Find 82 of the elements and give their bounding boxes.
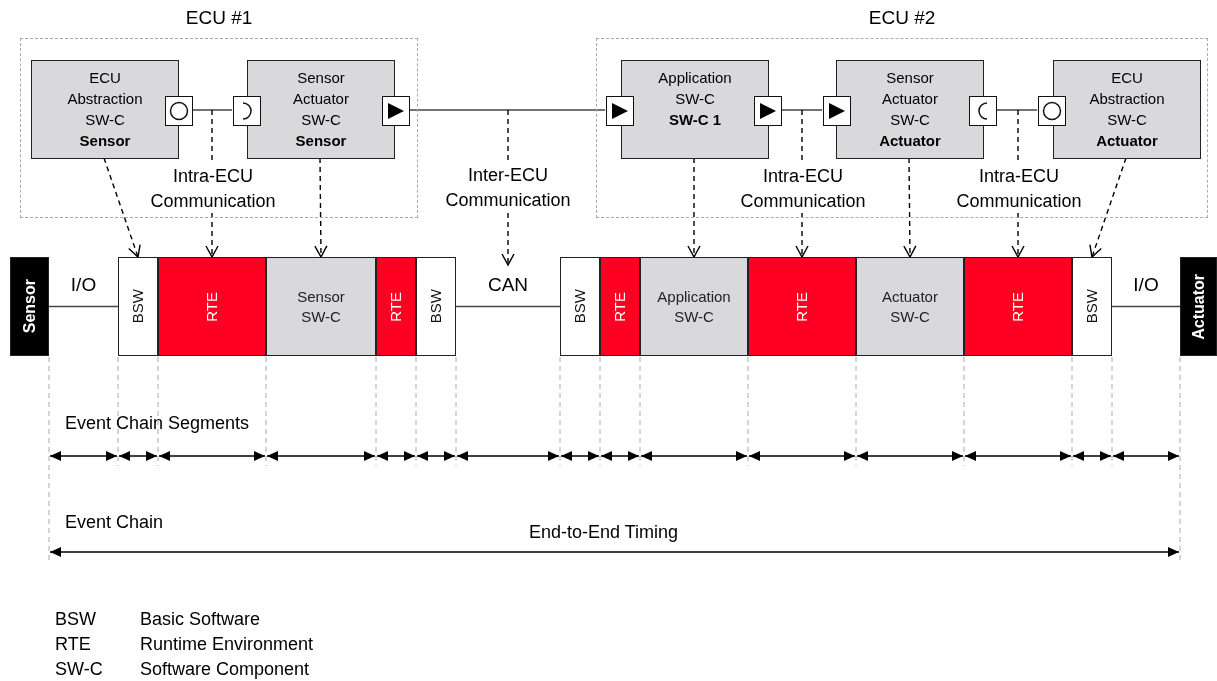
block-label: Sensor SW-C bbox=[296, 286, 346, 327]
software-layer-block bbox=[416, 257, 456, 356]
arrow bbox=[687, 157, 701, 258]
component-name: ECU Abstraction SW-C bbox=[1088, 68, 1166, 130]
arrow bbox=[1089, 157, 1127, 258]
block-label: RTE bbox=[610, 291, 629, 322]
software-layer-block bbox=[600, 257, 640, 356]
software-layer-block bbox=[1072, 257, 1112, 356]
ecu-heading: ECU #2 bbox=[867, 7, 937, 29]
connector-line bbox=[408, 109, 606, 111]
arrow bbox=[205, 212, 219, 258]
arrow bbox=[103, 157, 141, 258]
block-label: RTE bbox=[1008, 291, 1027, 322]
abbreviation: BSW bbox=[55, 609, 96, 630]
software-layer-block bbox=[640, 257, 748, 356]
communication-label: Intra-ECU Communication bbox=[739, 165, 867, 213]
connector-line bbox=[48, 305, 119, 308]
block-label: BSW bbox=[426, 289, 445, 324]
block-label: RTE bbox=[386, 291, 405, 322]
arrow bbox=[903, 157, 917, 258]
component-role: Sensor bbox=[295, 131, 347, 151]
software-component-box bbox=[836, 60, 984, 159]
abbreviation-definition: Runtime Environment bbox=[140, 634, 314, 655]
port-box bbox=[165, 96, 193, 126]
communication-label: Inter-ECU Communication bbox=[444, 164, 572, 212]
software-component-box bbox=[247, 60, 395, 159]
block-label: BSW bbox=[570, 289, 589, 324]
software-layer-block bbox=[376, 257, 416, 356]
abbreviation: SW-C bbox=[55, 659, 103, 680]
software-component-box bbox=[621, 60, 769, 159]
section-heading: Event Chain Segments bbox=[65, 413, 250, 434]
port-box bbox=[606, 96, 634, 126]
communication-label: Intra-ECU Communication bbox=[955, 165, 1083, 213]
arrow bbox=[795, 212, 809, 258]
port-box bbox=[233, 96, 261, 126]
software-layer-block bbox=[266, 257, 376, 356]
port-box bbox=[823, 96, 851, 126]
connector-line bbox=[1111, 305, 1181, 308]
component-name: Sensor Actuator SW-C bbox=[292, 68, 350, 130]
port-box bbox=[754, 96, 782, 126]
port-box bbox=[1038, 96, 1066, 126]
port-box bbox=[382, 96, 410, 126]
component-role: Sensor bbox=[79, 131, 131, 151]
software-layer-block bbox=[158, 257, 266, 356]
connector-line bbox=[995, 109, 1038, 111]
software-layer-block bbox=[118, 257, 158, 356]
block-label: BSW bbox=[1082, 289, 1101, 324]
component-name: Application SW-C bbox=[657, 68, 733, 109]
component-role: SW-C 1 bbox=[668, 110, 722, 130]
abbreviation-definition: Basic Software bbox=[140, 609, 261, 630]
software-layer-block bbox=[748, 257, 856, 356]
device-box bbox=[1180, 257, 1217, 356]
ecu-heading: ECU #1 bbox=[184, 7, 254, 29]
component-name: Sensor Actuator SW-C bbox=[881, 68, 939, 130]
block-label: Actuator bbox=[1188, 273, 1208, 340]
section-heading: Event Chain bbox=[65, 512, 164, 533]
block-label: RTE bbox=[202, 291, 221, 322]
arrow bbox=[314, 157, 328, 258]
block-label: BSW bbox=[128, 289, 147, 324]
component-name: ECU Abstraction SW-C bbox=[66, 68, 144, 130]
device-box bbox=[10, 257, 49, 356]
software-component-box bbox=[1053, 60, 1201, 159]
component-role: Actuator bbox=[1096, 131, 1158, 151]
software-layer-block bbox=[964, 257, 1072, 356]
arrow bbox=[1011, 212, 1025, 258]
block-label: Application SW-C bbox=[656, 286, 732, 327]
block-label: Actuator SW-C bbox=[881, 286, 939, 327]
software-component-box bbox=[31, 60, 179, 159]
port-box bbox=[969, 96, 997, 126]
communication-label: Intra-ECU Communication bbox=[149, 165, 277, 213]
connector-line bbox=[191, 109, 233, 111]
block-label: Sensor bbox=[19, 279, 39, 334]
connector-line bbox=[455, 305, 561, 308]
connector-line bbox=[780, 109, 823, 111]
software-layer-block bbox=[856, 257, 964, 356]
abbreviation-definition: Software Component bbox=[140, 659, 310, 680]
component-role: Actuator bbox=[879, 131, 941, 151]
abbreviation: RTE bbox=[55, 634, 91, 655]
dimension-label: End-to-End Timing bbox=[529, 522, 679, 543]
arrow bbox=[501, 212, 515, 266]
software-layer-block bbox=[560, 257, 600, 356]
block-label: RTE bbox=[792, 291, 811, 322]
